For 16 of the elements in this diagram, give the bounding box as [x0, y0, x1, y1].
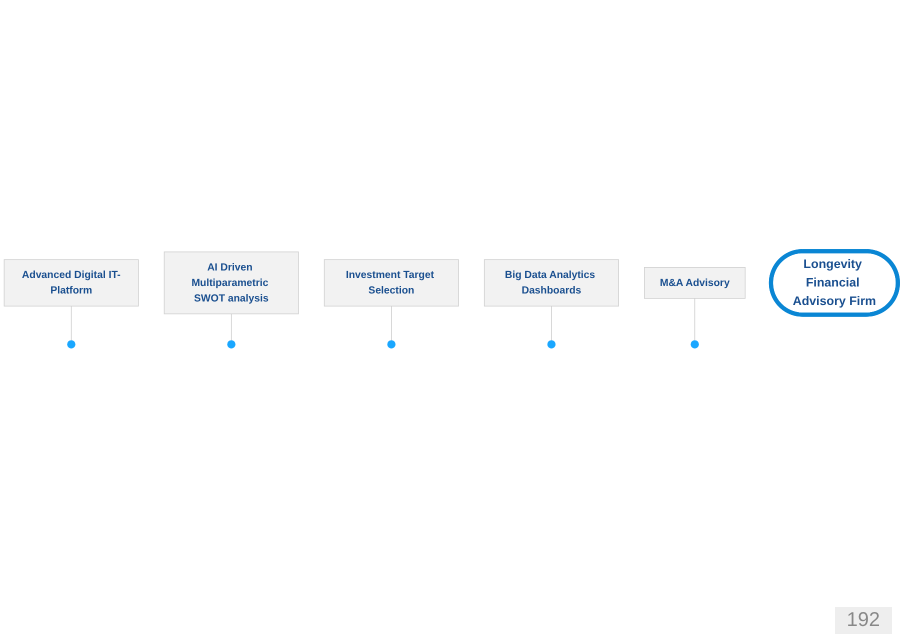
- node-box: M&A Advisory: [644, 267, 746, 300]
- node-circle: [227, 340, 236, 349]
- node-circle: [387, 340, 396, 349]
- node-circle: [690, 340, 699, 349]
- node-box: Big Data Analytics Dashboards: [484, 260, 619, 307]
- node-circle: [547, 340, 556, 349]
- connector: [551, 306, 552, 342]
- connector: [230, 314, 232, 342]
- node-box: AI Driven Multiparametric SWOT analysis: [164, 252, 299, 315]
- node-circle: [67, 340, 76, 349]
- connector: [694, 298, 696, 342]
- node-box: Investment Target Selection: [324, 260, 459, 307]
- node-box: Advanced Digital IT-Platform: [4, 260, 139, 307]
- page-number: 192: [834, 607, 892, 634]
- connector: [391, 306, 392, 342]
- connector: [70, 306, 72, 342]
